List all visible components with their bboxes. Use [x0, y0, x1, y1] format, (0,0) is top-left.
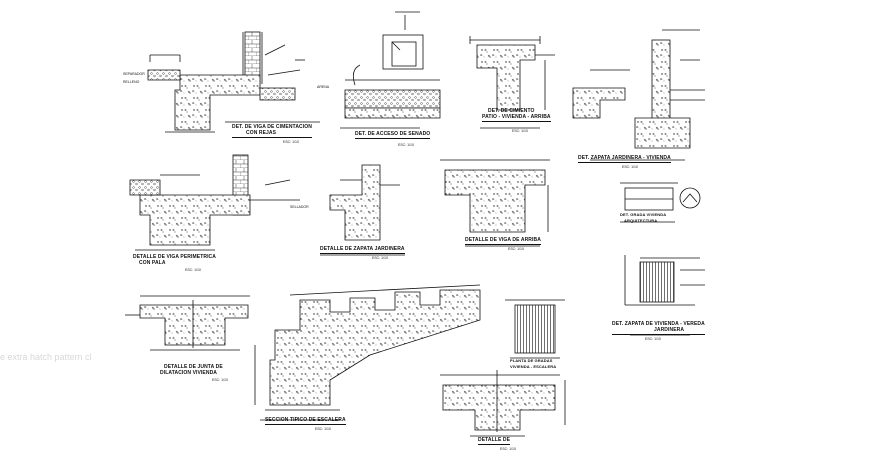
- detail-zapata-jardinera: [572, 29, 705, 161]
- caption-zapata-jardinera: DET. ZAPATA JARDINERA - VIVIENDA: [578, 155, 671, 163]
- caption-viga-cimentacion-line2: CON REJAS: [246, 130, 277, 136]
- caption-viga-cimentacion: DET. DE VIGA DE CIMENTACION CON REJAS: [232, 124, 312, 138]
- detail-seccion-escalera: [254, 284, 481, 421]
- caption-junta-dilatacion-line1: DETALLE DE JUNTA DE: [164, 364, 223, 370]
- caption-viga-perimetrica-line1: DETALLE DE VIGA PERIMETRICA: [133, 254, 216, 260]
- detail-zapata-vereda: [624, 255, 705, 336]
- caption-grada-vivienda-line1: DET. GRADA VIVIENDA: [620, 212, 667, 217]
- scale-zapata-jardinera: ESC: 1/10: [622, 165, 638, 169]
- caption-junta-dilatacion: DETALLE DE JUNTA DE DILATACION VIVIENDA: [160, 364, 223, 376]
- scale-seccion-escalera: ESC: 1/10: [315, 427, 331, 431]
- caption-junta-dilatacion-line2: DILATACION VIVIENDA: [160, 370, 217, 376]
- detail-viga-cimentacion: [147, 31, 320, 133]
- scale-zapata-jardinera-2: ESC: 1/10: [372, 256, 388, 260]
- caption-grada-vivienda-line2: ARQUITECTURA: [624, 218, 658, 223]
- side-label-sellador: SELLADOR: [290, 205, 309, 209]
- caption-zapata-vereda-line2: JARDINERA: [654, 327, 685, 333]
- scale-zapata-vereda: ESC: 1/10: [645, 337, 661, 341]
- detail-zapata-jardinera-2: [320, 164, 405, 256]
- caption-zapata-vereda-line1: DET. ZAPATA DE VIVIENDA - VEREDA: [612, 321, 705, 327]
- detail-inferior: [440, 370, 566, 437]
- caption-acceso-senado: DET. DE ACCESO DE SENADO: [355, 131, 431, 139]
- caption-zapata-vereda: DET. ZAPATA DE VIVIENDA - VEREDA JARDINE…: [612, 321, 705, 335]
- scale-viga-cimentacion: ESC: 1/10: [283, 140, 299, 144]
- side-label-relleno: RELLENO: [123, 80, 140, 84]
- caption-cimiento-patio-line2: PATIO - VIVIENDA - ARRIBA: [482, 114, 551, 120]
- scale-detalle-inferior: ESC: 1/10: [500, 447, 516, 451]
- detail-cimiento-patio: [469, 36, 555, 129]
- caption-planta-gradas-line1: PLANTA DE GRADAS: [510, 358, 553, 363]
- caption-viga-arriba: DETALLE DE VIGA DE ARRIBA: [465, 237, 541, 245]
- detail-planta-gradas: [505, 299, 565, 359]
- detail-viga-arriba: [440, 159, 550, 247]
- caption-cimiento-patio-line1: DET. DE CIMIENTO: [488, 108, 535, 114]
- side-label-separador: SEPARADOR: [123, 72, 145, 76]
- side-label-arena: ARENA: [317, 85, 330, 89]
- watermark-text: e extra hatch pattern cl: [0, 352, 92, 362]
- scale-junta-dilatacion: ESC: 1/10: [212, 378, 228, 382]
- scale-acceso-senado: ESC: 1/10: [398, 143, 414, 147]
- detail-junta-dilatacion: [125, 295, 250, 351]
- scale-cimiento-patio: ESC: 1/10: [512, 129, 528, 133]
- scale-viga-perimetrica: ESC: 1/10: [185, 268, 201, 272]
- caption-viga-perimetrica-line2: CON PALA: [139, 260, 166, 266]
- detail-acceso-senado: [340, 11, 441, 129]
- caption-seccion-escalera: SECCION TIPICO DE ESCALERA: [265, 417, 346, 425]
- caption-zapata-jardinera-2: DETALLE DE ZAPATA JARDINERA: [320, 246, 405, 254]
- caption-viga-cimentacion-line1: DET. DE VIGA DE CIMENTACION: [232, 124, 312, 130]
- detail-viga-perimetrica: [129, 154, 300, 251]
- detail-grada-vivienda: [620, 182, 701, 223]
- scale-viga-arriba: ESC: 1/10: [508, 247, 524, 251]
- caption-planta-gradas: PLANTA DE GRADAS VIVIENDA - ESCALERA: [510, 358, 556, 370]
- caption-detalle-inferior: DETALLE DE: [478, 437, 511, 445]
- caption-planta-gradas-line2: VIVIENDA - ESCALERA: [510, 364, 557, 369]
- caption-cimiento-patio: DET. DE CIMIENTO PATIO - VIVIENDA - ARRI…: [482, 108, 551, 122]
- caption-grada-vivienda: DET. GRADA VIVIENDA ARQUITECTURA: [620, 212, 666, 224]
- caption-viga-perimetrica: DETALLE DE VIGA PERIMETRICA CON PALA: [133, 254, 216, 266]
